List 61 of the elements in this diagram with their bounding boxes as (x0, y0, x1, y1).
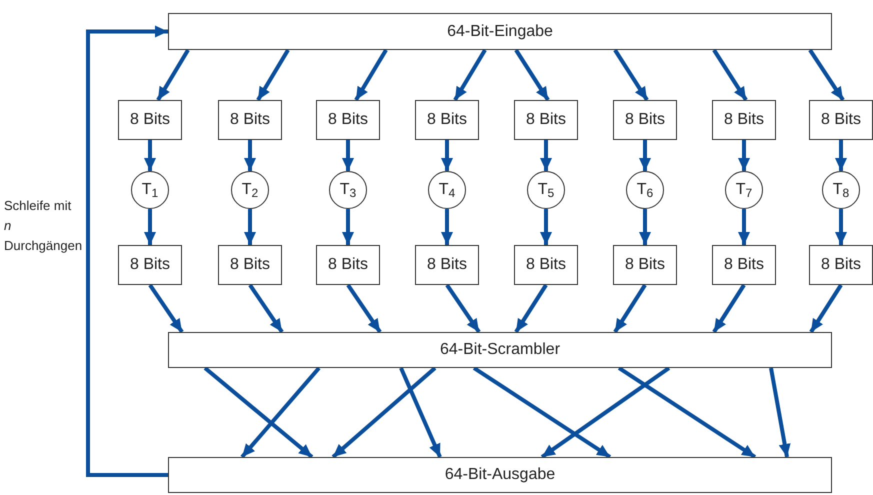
arrow (540, 366, 670, 459)
arrow (639, 209, 651, 245)
data-box: 8 Bits (514, 245, 578, 285)
arrow (738, 140, 750, 171)
arrow (514, 48, 550, 102)
data-box: 8 Bits (118, 245, 182, 285)
data-box: 8 Bits (514, 100, 578, 140)
arrow (399, 367, 442, 458)
arrow (204, 366, 314, 459)
arrow (540, 209, 552, 245)
arrow (332, 366, 436, 458)
arrow (453, 48, 487, 102)
arrow (808, 48, 845, 102)
arrow (613, 284, 647, 334)
data-box: 8 Bits (316, 245, 380, 285)
data-box: 8 Bits (415, 100, 479, 140)
arrow (240, 366, 321, 458)
arrow (514, 284, 548, 334)
arrow (354, 48, 388, 102)
arrow (342, 209, 354, 245)
arrow (639, 140, 651, 171)
arrow (618, 366, 756, 459)
data-box: 64-Bit-Ausgabe (168, 457, 832, 493)
arrow (835, 140, 847, 171)
arrow (256, 48, 290, 102)
arrow (346, 284, 382, 334)
arrow (244, 209, 256, 245)
data-box: 8 Bits (415, 245, 479, 285)
arrow (441, 140, 453, 171)
arrow (342, 140, 354, 171)
arrow (445, 284, 481, 334)
data-box: 8 Bits (613, 100, 677, 140)
data-box: 8 Bits (316, 100, 380, 140)
data-box: 8 Bits (809, 245, 873, 285)
arrow (86, 26, 168, 477)
data-box: 8 Bits (218, 245, 282, 285)
data-box: 64-Bit-Eingabe (168, 13, 832, 50)
arrow (809, 284, 843, 334)
loop-label: Schleife mit n Durchgängen (4, 197, 82, 255)
data-box: 8 Bits (712, 245, 776, 285)
data-box: 8 Bits (218, 100, 282, 140)
arrow (712, 48, 748, 102)
arrow (540, 140, 552, 171)
data-box: 8 Bits (613, 245, 677, 285)
arrow (835, 209, 847, 245)
arrow (613, 48, 649, 102)
arrow (472, 366, 612, 459)
arrow (144, 140, 156, 171)
data-box: 8 Bits (809, 100, 873, 140)
arrow (769, 368, 791, 458)
arrow (738, 209, 750, 245)
arrow (712, 284, 746, 334)
arrow (244, 140, 256, 171)
data-box: 64-Bit-Scrambler (168, 332, 832, 368)
arrow (148, 284, 184, 334)
arrow (441, 209, 453, 245)
arrow (144, 209, 156, 245)
arrow (156, 48, 190, 102)
arrow (248, 284, 284, 334)
data-box: 8 Bits (118, 100, 182, 140)
data-box: 8 Bits (712, 100, 776, 140)
